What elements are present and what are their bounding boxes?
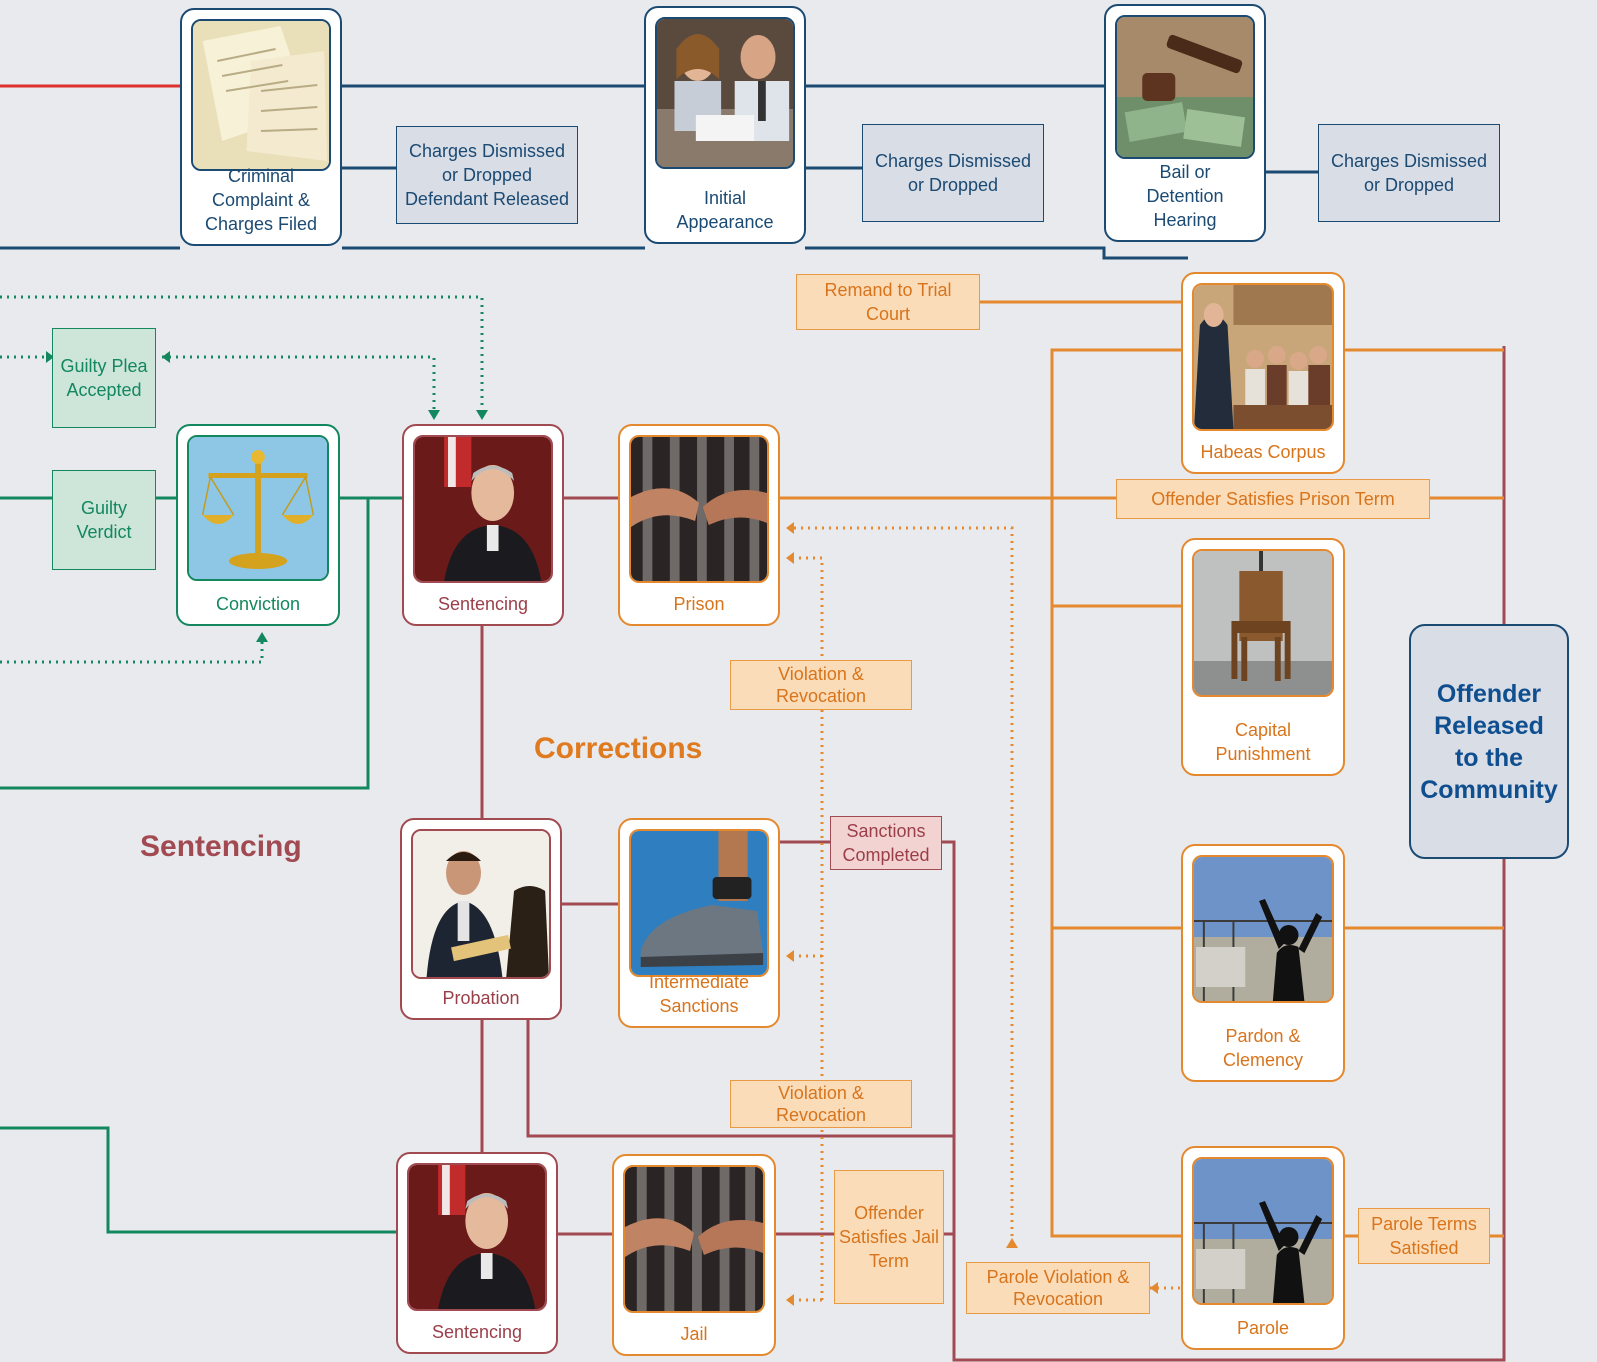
capital-punishment-label: Capital Punishment xyxy=(1215,720,1311,764)
sentencing-node-2[interactable]: Sentencing xyxy=(396,1152,558,1354)
intermediate-sanctions-node[interactable]: Intermediate Sanctions xyxy=(618,818,780,1028)
released-person-icon xyxy=(1192,1157,1334,1305)
violation-revocation-label-2: Violation & Revocation xyxy=(775,1083,867,1125)
judge-icon xyxy=(407,1163,547,1311)
sanctions-completed-label: Sanctions Completed xyxy=(842,821,930,865)
sentencing-node-1[interactable]: Sentencing xyxy=(402,424,564,626)
parole-terms-satisfied-box[interactable]: Parole Terms Satisfied xyxy=(1358,1208,1490,1264)
criminal-complaint-label: Criminal Complaint & Charges Filed xyxy=(204,166,318,234)
prison-node[interactable]: Prison xyxy=(618,424,780,626)
violation-revocation-label-1: Violation & Revocation xyxy=(775,664,867,706)
guilty-verdict-label: Guilty Verdict xyxy=(76,498,132,542)
charges-dismissed-released-box[interactable]: Charges Dismissed or Dropped Defendant R… xyxy=(396,126,578,224)
initial-appearance-label: Initial Appearance xyxy=(676,188,774,232)
probation-node[interactable]: Probation xyxy=(400,818,562,1020)
jail-bars-icon xyxy=(629,435,769,583)
sentencing-label-2: Sentencing xyxy=(431,1322,523,1342)
guilty-plea-box[interactable]: Guilty Plea Accepted xyxy=(52,328,156,428)
parole-node[interactable]: Parole xyxy=(1181,1146,1345,1350)
courtroom-icon xyxy=(1192,283,1334,431)
satisfies-prison-term-box[interactable]: Offender Satisfies Prison Term xyxy=(1116,479,1430,519)
jail-label: Jail xyxy=(680,1324,708,1344)
guilty-plea-label: Guilty Plea Accepted xyxy=(60,356,148,400)
charges-dismissed-label-2: Charges Dismissed or Dropped xyxy=(874,151,1032,195)
jail-bars-icon xyxy=(623,1165,765,1313)
meeting-photo-icon xyxy=(655,17,795,169)
sanctions-completed-box[interactable]: Sanctions Completed xyxy=(830,816,942,870)
judge-icon xyxy=(413,435,553,583)
bail-hearing-label: Bail or Detention Hearing xyxy=(1146,162,1224,230)
conviction-label: Conviction xyxy=(215,594,301,614)
intermediate-sanctions-label: Intermediate Sanctions xyxy=(648,972,750,1016)
gavel-money-icon xyxy=(1115,15,1255,159)
corrections-heading: Corrections xyxy=(534,732,703,765)
charges-dismissed-released-label: Charges Dismissed or Dropped Defendant R… xyxy=(404,141,570,209)
pardon-clemency-node[interactable]: Pardon & Clemency xyxy=(1181,844,1345,1082)
initial-appearance-node[interactable]: Initial Appearance xyxy=(644,6,806,244)
habeas-corpus-node[interactable]: Habeas Corpus xyxy=(1181,272,1345,474)
pardon-clemency-label: Pardon & Clemency xyxy=(1222,1026,1304,1070)
satisfies-prison-term-label: Offender Satisfies Prison Term xyxy=(1151,489,1395,509)
satisfies-jail-term-label: Offender Satisfies Jail Term xyxy=(838,1203,940,1271)
parole-violation-box[interactable]: Parole Violation & Revocation xyxy=(966,1262,1150,1314)
ankle-monitor-icon xyxy=(629,829,769,977)
sentencing-label-1: Sentencing xyxy=(437,594,529,614)
guilty-verdict-box[interactable]: Guilty Verdict xyxy=(52,470,156,570)
charges-dismissed-box-3[interactable]: Charges Dismissed or Dropped xyxy=(1318,124,1500,222)
scales-of-justice-icon xyxy=(187,435,329,581)
capital-punishment-node[interactable]: Capital Punishment xyxy=(1181,538,1345,776)
remand-box[interactable]: Remand to Trial Court xyxy=(796,274,980,330)
prison-label: Prison xyxy=(673,594,725,614)
satisfies-jail-term-box[interactable]: Offender Satisfies Jail Term xyxy=(834,1170,944,1304)
habeas-corpus-label: Habeas Corpus xyxy=(1200,442,1326,462)
jail-node[interactable]: Jail xyxy=(612,1154,776,1356)
paper-documents-icon xyxy=(191,19,331,171)
charges-dismissed-label-3: Charges Dismissed or Dropped xyxy=(1330,151,1488,195)
released-person-icon xyxy=(1192,855,1334,1003)
criminal-complaint-node[interactable]: Criminal Complaint & Charges Filed xyxy=(180,8,342,246)
offender-released-community-box[interactable]: Offender Released to the Community xyxy=(1409,624,1569,859)
electric-chair-icon xyxy=(1192,549,1334,697)
parole-terms-satisfied-label: Parole Terms Satisfied xyxy=(1371,1214,1477,1258)
probation-label: Probation xyxy=(442,988,520,1008)
conviction-node[interactable]: Conviction xyxy=(176,424,340,626)
bail-hearing-node[interactable]: Bail or Detention Hearing xyxy=(1104,4,1266,242)
probation-officer-icon xyxy=(411,829,551,979)
parole-label: Parole xyxy=(1236,1318,1290,1338)
remand-label: Remand to Trial Court xyxy=(824,280,952,324)
offender-released-label: Offender Released to the Community xyxy=(1420,679,1558,804)
violation-revocation-box-1[interactable]: Violation & Revocation xyxy=(730,660,912,710)
violation-revocation-box-2[interactable]: Violation & Revocation xyxy=(730,1080,912,1128)
charges-dismissed-box-2[interactable]: Charges Dismissed or Dropped xyxy=(862,124,1044,222)
parole-violation-label: Parole Violation & Revocation xyxy=(986,1267,1130,1309)
sentencing-heading: Sentencing xyxy=(140,830,302,863)
